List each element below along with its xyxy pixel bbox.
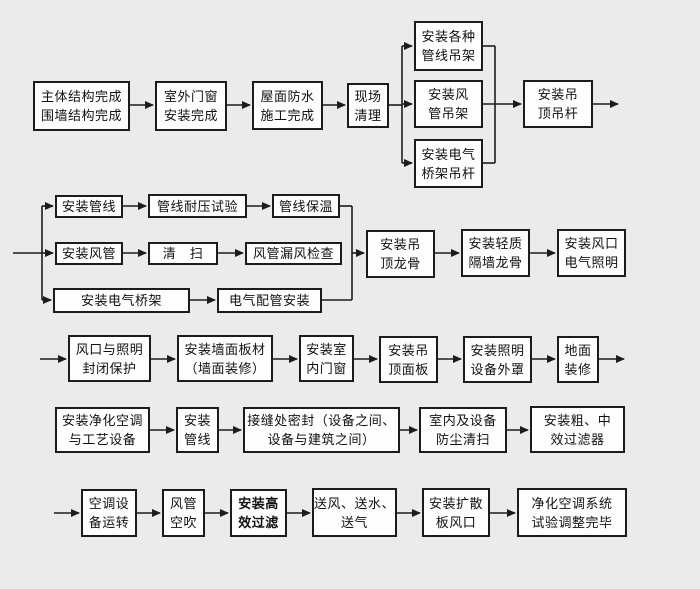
step-outlet-lighting-protection: 风口与照明 封闭保护 xyxy=(68,335,151,382)
step-install-cable-trays: 安装电气桥架 xyxy=(53,288,190,313)
step-install-equipment-pipelines: 安装 管线 xyxy=(176,407,219,453)
step-install-hepa-filter: 安装高 效过滤 xyxy=(230,489,287,537)
step-pipeline-pressure-test: 管线耐压试验 xyxy=(148,194,247,218)
step-install-ceiling-keel: 安装吊 顶龙骨 xyxy=(366,230,435,278)
step-install-interior-doors-windows: 安装室 内门窗 xyxy=(299,335,354,382)
step-system-test-complete: 净化空调系统 试验调整完毕 xyxy=(517,488,627,537)
step-install-pipelines: 安装管线 xyxy=(55,195,123,218)
step-supply-air-water-gas: 送风、送水、 送气 xyxy=(312,488,397,537)
step-main-structure-complete: 主体结构完成 围墙结构完成 xyxy=(33,81,130,131)
step-exterior-doors-windows-installed: 室外门窗 安装完成 xyxy=(155,81,227,131)
step-floor-finishing: 地面 装修 xyxy=(557,336,599,383)
step-duct-cleaning: 清 扫 xyxy=(148,242,218,265)
step-dust-cleaning: 室内及设备 防尘清扫 xyxy=(419,407,507,453)
step-install-pipeline-hangers: 安装各种 管线吊架 xyxy=(414,21,483,71)
step-duct-blow: 风管 空吹 xyxy=(162,489,205,537)
step-duct-leak-test: 风管漏风检查 xyxy=(245,242,342,265)
step-install-clean-ac-equipment: 安装净化空调 与工艺设备 xyxy=(55,407,150,453)
step-install-ceiling-panels: 安装吊 顶面板 xyxy=(379,336,438,383)
step-install-diffuser-outlets: 安装扩散 板风口 xyxy=(422,488,490,537)
step-roof-waterproofing-complete: 屋面防水 施工完成 xyxy=(252,81,323,130)
step-install-coarse-medium-filters: 安装粗、中 效过滤器 xyxy=(530,406,625,453)
step-site-cleanup: 现场 清理 xyxy=(347,83,389,128)
step-pipeline-insulation: 管线保温 xyxy=(272,194,340,218)
step-install-ceiling-rods: 安装吊 顶吊杆 xyxy=(523,80,593,128)
step-electrical-conduit-install: 电气配管安装 xyxy=(217,288,322,313)
step-install-wall-panels: 安装墙面板材 （墙面装修） xyxy=(177,335,273,382)
step-install-cable-tray-rods: 安装电气 桥架吊杆 xyxy=(414,139,483,188)
step-install-duct-hangers: 安装风 管吊架 xyxy=(414,80,483,128)
step-install-partition-keel: 安装轻质 隔墙龙骨 xyxy=(461,229,530,277)
step-seal-joints: 接缝处密封（设备之间、 设备与建筑之间） xyxy=(243,407,400,453)
step-install-ducts: 安装风管 xyxy=(55,242,123,265)
step-ac-equipment-run: 空调设 备运转 xyxy=(81,489,137,537)
step-install-lighting-covers: 安装照明 设备外罩 xyxy=(463,336,532,383)
step-install-outlets-lighting: 安装风口 电气照明 xyxy=(557,229,626,277)
